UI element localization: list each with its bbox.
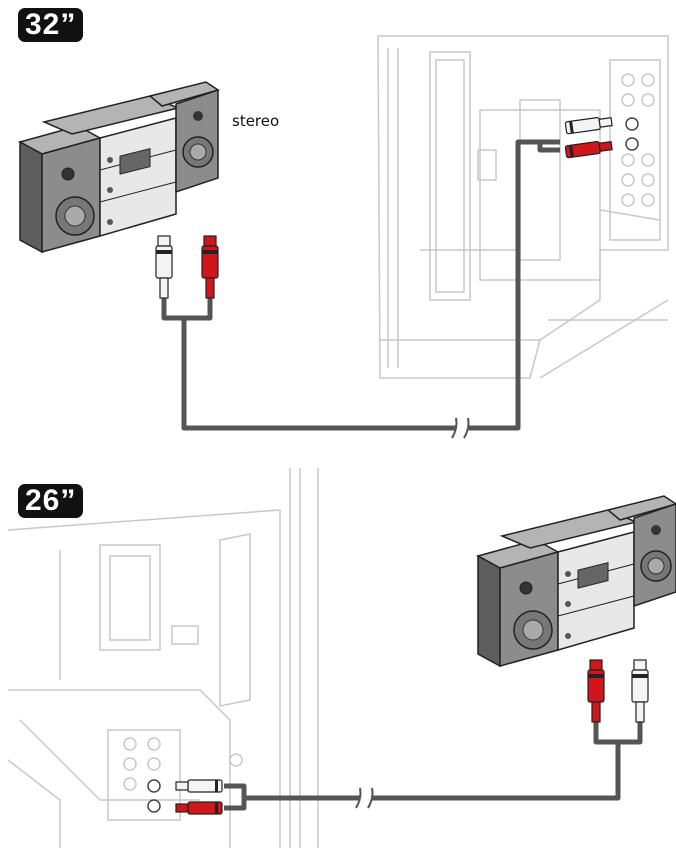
- tv-rear-panel-32: [377, 35, 669, 379]
- size-badge-26: 26”: [18, 484, 84, 518]
- stereo-label: stereo: [232, 112, 280, 130]
- rca-plug-red-26-tv: [175, 801, 223, 815]
- rca-plug-white-26-tv: [175, 779, 223, 793]
- audio-jack-32-red: [625, 137, 639, 151]
- stereo-system-32: [19, 81, 219, 253]
- audio-cable-26: [224, 718, 643, 811]
- rca-plug-red-26-stereo: [587, 659, 605, 723]
- rca-plug-white-26-stereo: [631, 659, 649, 723]
- cable-break-26: [355, 787, 374, 809]
- audio-jack-26-white: [147, 779, 161, 793]
- rca-plug-white-32-tv: [564, 115, 613, 135]
- audio-jack-32-white: [625, 117, 639, 131]
- rca-plug-red-32-tv: [564, 139, 613, 159]
- size-badge-32: 32”: [18, 8, 84, 42]
- audio-jack-26-red: [147, 799, 161, 813]
- rca-plug-red-32-stereo: [201, 235, 219, 299]
- cable-break-32: [451, 417, 470, 439]
- rca-plug-white-32-stereo: [155, 235, 173, 299]
- tv-rear-panel-26: [7, 468, 319, 848]
- audio-cable-32: [161, 139, 560, 431]
- stereo-system-26: [477, 495, 676, 667]
